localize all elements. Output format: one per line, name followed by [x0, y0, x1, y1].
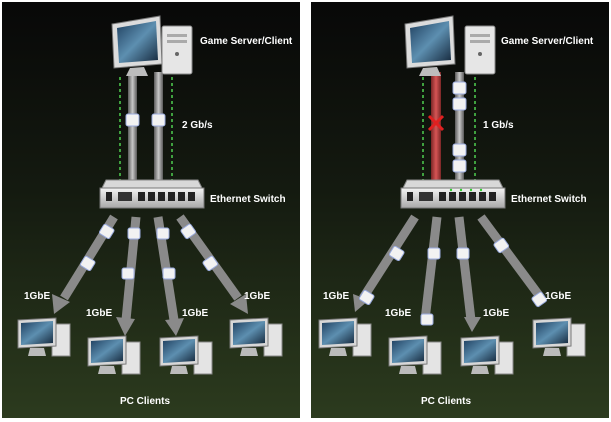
client-link-label-2: 1GbE: [385, 308, 412, 319]
tower: [161, 25, 193, 75]
client-link-label-2: 1GbE: [86, 308, 113, 319]
switch-label: Ethernet Switch: [210, 194, 286, 205]
failure-x-icon: [427, 114, 445, 132]
client-cable-2: [116, 216, 141, 336]
monitor-screen: [410, 21, 451, 63]
tower: [464, 25, 496, 75]
client-cable-4: [176, 214, 248, 314]
client-cable-1: [52, 214, 118, 314]
server-uplink-cables: [125, 72, 166, 187]
cable-connector: [151, 113, 166, 127]
client-cables: [52, 214, 248, 336]
right-diagram-panel: Game Server/Client 1 Gb/s Ethernet Switc…: [311, 2, 609, 418]
pc-client-4: [532, 317, 586, 357]
pc-client-3: [159, 335, 213, 375]
game-server-computer: [404, 15, 496, 76]
client-link-label-4: 1GbE: [244, 291, 271, 302]
cable-connector: [452, 97, 467, 111]
link-speed-label: 2 Gb/s: [182, 120, 213, 131]
server-label: Game Server/Client: [501, 36, 594, 47]
cable-connector: [452, 159, 467, 173]
link-speed-label: 1 Gb/s: [483, 120, 514, 131]
client-cables: [353, 214, 548, 332]
failed-link: [427, 72, 445, 187]
ethernet-switch-device: [99, 179, 205, 209]
client-cable-2: [420, 216, 442, 326]
client-cable-1: [353, 214, 419, 312]
pc-client-2: [388, 335, 442, 375]
left-network-diagram: [2, 2, 300, 418]
pc-client-4: [229, 317, 283, 357]
pc-client-1: [17, 317, 71, 357]
active-uplink-cable: [452, 72, 467, 187]
right-network-diagram: [311, 2, 609, 418]
client-link-label-4: 1GbE: [545, 291, 572, 302]
cable-connector: [452, 143, 467, 157]
pc-client-1: [318, 317, 372, 357]
pc-client-2: [87, 335, 141, 375]
client-link-label-3: 1GbE: [182, 308, 209, 319]
client-link-label-3: 1GbE: [483, 308, 510, 319]
ethernet-switch-device: [400, 179, 506, 209]
client-cable-3: [454, 216, 481, 332]
game-server-computer: [111, 15, 193, 76]
switch-label: Ethernet Switch: [511, 194, 587, 205]
client-link-label-1: 1GbE: [323, 291, 350, 302]
cable-connector: [125, 113, 140, 127]
monitor-screen: [117, 21, 158, 63]
pc-clients-label: PC Clients: [421, 396, 472, 407]
cable-connector: [452, 81, 467, 95]
pc-client-3: [460, 335, 514, 375]
left-diagram-panel: Game Server/Client 2 Gb/s Ethernet Switc…: [2, 2, 300, 418]
pc-clients-label: PC Clients: [120, 396, 171, 407]
client-cable-4: [477, 214, 548, 308]
server-label: Game Server/Client: [200, 36, 293, 47]
client-cable-3: [153, 216, 184, 336]
client-link-label-1: 1GbE: [24, 291, 51, 302]
